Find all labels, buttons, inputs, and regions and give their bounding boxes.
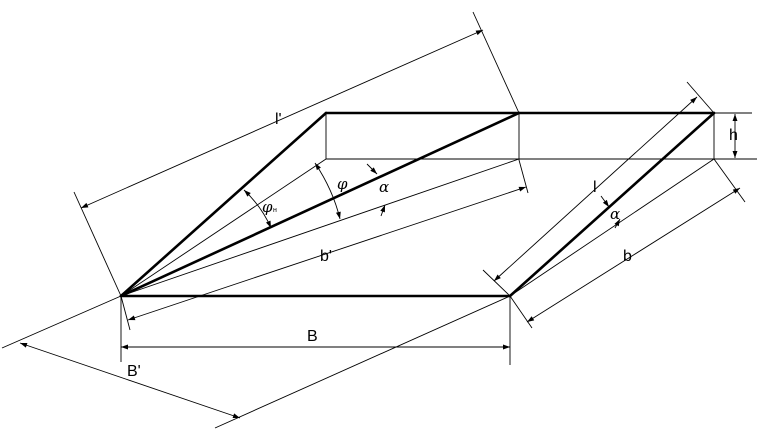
- ext-B-prime-right: [214, 295, 511, 429]
- labels: l' h φ φ н α α l b' b B B': [127, 111, 738, 380]
- arrow-alpha-top-a: [366, 163, 378, 175]
- arrow-alpha-top-b: [380, 204, 386, 217]
- ext-b-right: [713, 158, 746, 203]
- fan-line-to-left: [120, 158, 327, 297]
- construction-lines: [1, 11, 757, 429]
- dim-b: [526, 187, 741, 323]
- label-phi: φ: [337, 175, 348, 193]
- label-h: h: [729, 127, 738, 144]
- left-slanted-edge: [119, 111, 328, 298]
- ext-l-right: [686, 81, 715, 114]
- angle-arcs: [243, 162, 621, 229]
- diagonal-edge: [119, 111, 521, 298]
- label-b-prime: b': [320, 248, 332, 265]
- arc-phi: [314, 162, 341, 220]
- label-b: b: [623, 248, 632, 265]
- arrow-alpha-right-b: [614, 218, 621, 229]
- ext-b-prime-left: [120, 295, 131, 331]
- dimension-lines: [19, 29, 741, 419]
- ext-l-left: [482, 269, 511, 297]
- dim-b-prime: [127, 186, 527, 321]
- arrow-alpha-right-a: [600, 195, 610, 208]
- arc-phi-n: [243, 189, 272, 229]
- dim-B-prime: [19, 342, 241, 419]
- ext-l-prime-left: [73, 191, 122, 297]
- label-alpha-top: α: [379, 178, 389, 196]
- fan-line-to-mid: [120, 158, 520, 297]
- label-B: B: [307, 328, 318, 345]
- ext-l-prime-right: [472, 11, 520, 114]
- label-l-prime: l': [275, 111, 282, 128]
- baseline-extension: [1, 295, 122, 349]
- lower-right-slant: [509, 158, 715, 297]
- ext-b-left: [509, 295, 533, 329]
- label-B-prime: B': [127, 363, 141, 380]
- label-phi-n: φ: [262, 198, 273, 216]
- label-l: l: [593, 179, 597, 196]
- dim-l-prime: [80, 29, 484, 209]
- label-alpha-right: α: [610, 205, 620, 223]
- figure-outline: [119, 111, 716, 298]
- label-phi-n-sub: н: [273, 207, 277, 214]
